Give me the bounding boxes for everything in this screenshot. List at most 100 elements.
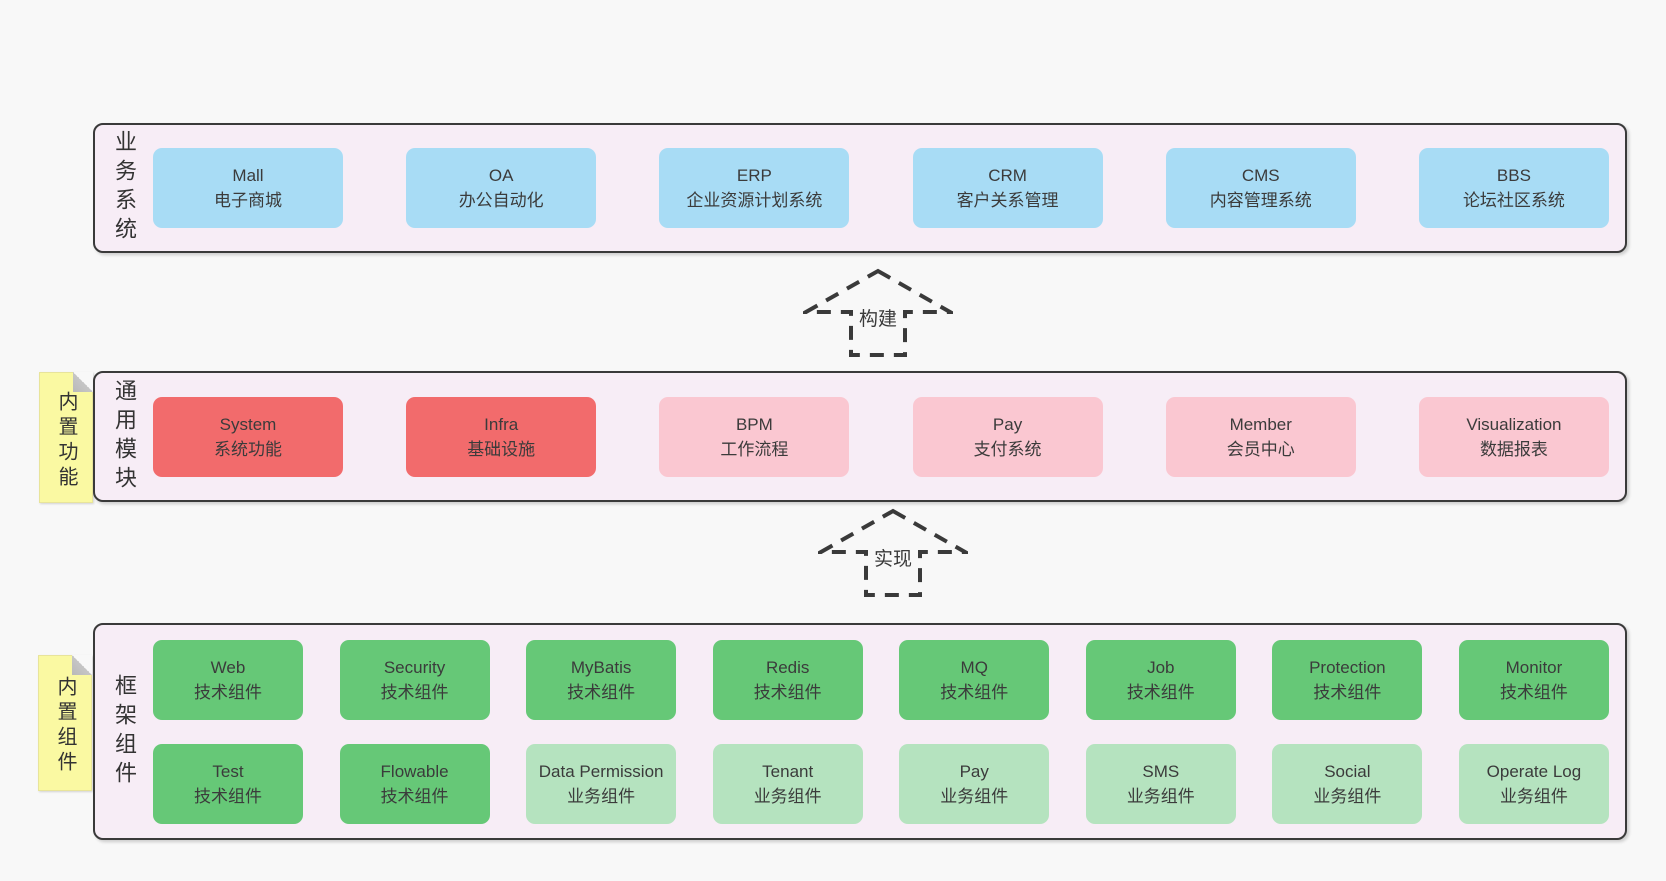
box-subtitle: 业务组件: [940, 786, 1009, 806]
layer-common-modules: 通用模块 System 系统功能 Infra 基础设施 BPM 工作流程 Pay…: [93, 371, 1627, 502]
note-fold-corner-icon: [73, 372, 93, 392]
box-title: BBS: [1496, 166, 1531, 185]
box-subtitle: 业务组件: [753, 786, 822, 806]
box-protection: Protection 技术组件: [1272, 639, 1423, 720]
framework-row-tech: Web 技术组件 Security 技术组件 MyBatis 技术组件 Redi…: [153, 639, 1609, 720]
box-subtitle: 技术组件: [567, 682, 636, 702]
box-subtitle: 技术组件: [380, 682, 449, 702]
layer-label-column: 业务系统: [95, 125, 153, 251]
layer-label-column: 通用模块: [95, 373, 153, 500]
box-title: Protection: [1309, 657, 1386, 677]
box-title: CMS: [1241, 166, 1280, 185]
box-member: Member 会员中心: [1165, 396, 1356, 477]
box-title: Pay: [959, 761, 989, 781]
box-title: Social: [1324, 761, 1371, 781]
box-subtitle: 电子商城: [214, 191, 282, 210]
box-title: System: [219, 414, 277, 434]
box-job: Job 技术组件: [1085, 639, 1236, 720]
box-pay-component: Pay 业务组件: [899, 743, 1050, 824]
arrow-implement: 实现: [818, 508, 968, 598]
box-title: SMS: [1142, 761, 1180, 781]
box-monitor: Monitor 技术组件: [1458, 639, 1609, 720]
box-bbs: BBS 论坛社区系统: [1418, 148, 1609, 228]
box-subtitle: 技术组件: [753, 682, 822, 702]
box-title: Web: [210, 657, 246, 677]
dashed-up-arrow-icon: [818, 508, 968, 597]
dashed-up-arrow-icon: [803, 268, 953, 357]
layer-common-modules-content: System 系统功能 Infra 基础设施 BPM 工作流程 Pay 支付系统…: [153, 373, 1625, 500]
box-title: MQ: [960, 657, 988, 677]
box-subtitle: 工作流程: [720, 439, 789, 459]
box-title: Operate Log: [1486, 761, 1582, 781]
box-subtitle: 会员中心: [1226, 439, 1295, 459]
box-mall: Mall 电子商城: [153, 148, 343, 228]
box-subtitle: 客户关系管理: [956, 191, 1059, 210]
box-subtitle: 业务组件: [1499, 786, 1568, 806]
box-data-permission: Data Permission 业务组件: [526, 743, 677, 824]
box-subtitle: 技术组件: [1126, 682, 1195, 702]
box-subtitle: 技术组件: [1499, 682, 1568, 702]
box-subtitle: 业务组件: [1126, 786, 1195, 806]
layer-business-systems-content: Mall 电子商城 OA 办公自动化 ERP 企业资源计划系统 CRM 客户关系…: [153, 125, 1625, 251]
box-web: Web 技术组件: [153, 639, 303, 720]
framework-row-business: Test 技术组件 Flowable 技术组件 Data Permission …: [153, 743, 1609, 824]
box-title: Member: [1229, 414, 1292, 434]
box-flowable: Flowable 技术组件: [339, 743, 490, 824]
box-subtitle: 系统功能: [214, 439, 282, 459]
layer-business-systems-label: 业务系统: [112, 130, 137, 246]
box-title: Monitor: [1505, 657, 1563, 677]
box-subtitle: 基础设施: [467, 439, 536, 459]
box-title: Mall: [232, 166, 264, 185]
box-bpm: BPM 工作流程: [659, 396, 850, 477]
box-title: Redis: [765, 657, 810, 677]
box-tenant: Tenant 业务组件: [712, 743, 863, 824]
box-title: Tenant: [762, 761, 814, 781]
box-title: ERP: [736, 166, 772, 185]
box-subtitle: 业务组件: [567, 786, 636, 806]
box-mq: MQ 技术组件: [899, 639, 1050, 720]
box-subtitle: 企业资源计划系统: [686, 191, 823, 210]
sticky-note-builtin-components: 内置组件: [38, 655, 92, 791]
box-subtitle: 支付系统: [973, 439, 1042, 459]
layer-common-modules-label: 通用模块: [112, 378, 137, 495]
box-subtitle: 技术组件: [194, 682, 262, 702]
box-subtitle: 办公自动化: [458, 191, 544, 210]
box-subtitle: 内容管理系统: [1209, 191, 1312, 210]
layer-label-column: 框架组件: [95, 625, 153, 838]
sticky-note-text: 内置功能: [55, 390, 77, 491]
sticky-note-builtin-features: 内置功能: [39, 372, 93, 503]
box-title: Job: [1147, 657, 1175, 677]
box-title: Pay: [992, 414, 1023, 434]
box-title: CRM: [988, 166, 1027, 185]
box-visualization: Visualization 数据报表: [1418, 396, 1609, 477]
box-system: System 系统功能: [153, 396, 343, 477]
box-subtitle: 技术组件: [194, 786, 262, 806]
arrow-build-label: 构建: [854, 304, 902, 331]
box-subtitle: 业务组件: [1313, 786, 1382, 806]
arrow-build: 构建: [803, 268, 953, 358]
note-fold-corner-icon: [72, 655, 92, 675]
layer-framework-components-label: 框架组件: [112, 673, 137, 790]
box-subtitle: 论坛社区系统: [1462, 191, 1565, 210]
box-title: BPM: [735, 414, 773, 434]
box-title: Flowable: [380, 761, 449, 781]
arrow-implement-label: 实现: [869, 544, 917, 571]
box-crm: CRM 客户关系管理: [912, 148, 1103, 228]
layer-business-systems: 业务系统 Mall 电子商城 OA 办公自动化 ERP 企业资源计划系统 CRM…: [93, 123, 1627, 253]
layer-framework-components-content: Web 技术组件 Security 技术组件 MyBatis 技术组件 Redi…: [153, 625, 1625, 838]
box-subtitle: 数据报表: [1479, 439, 1548, 459]
box-erp: ERP 企业资源计划系统: [659, 148, 850, 228]
box-title: Visualization: [1466, 414, 1562, 434]
box-mybatis: MyBatis 技术组件: [526, 639, 677, 720]
box-social: Social 业务组件: [1272, 743, 1423, 824]
box-operate-log: Operate Log 业务组件: [1458, 743, 1609, 824]
box-cms: CMS 内容管理系统: [1165, 148, 1356, 228]
box-title: Infra: [484, 414, 519, 434]
box-title: OA: [488, 166, 514, 185]
box-title: Data Permission: [538, 761, 664, 781]
box-sms: SMS 业务组件: [1085, 743, 1236, 824]
box-pay-system: Pay 支付系统: [912, 396, 1103, 477]
box-redis: Redis 技术组件: [712, 639, 863, 720]
box-title: Security: [383, 657, 446, 677]
